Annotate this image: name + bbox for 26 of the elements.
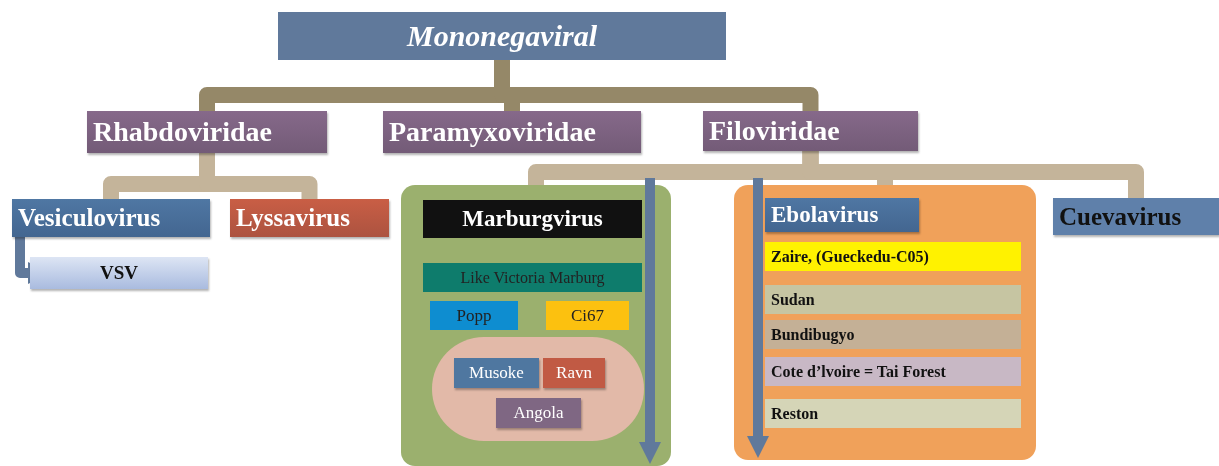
genus-label: Cuevavirus [1053, 198, 1219, 235]
strain-label: Angola [496, 398, 581, 428]
genus-panel [734, 185, 1036, 460]
arrow [747, 178, 769, 458]
genus-label: Ebolavirus [765, 198, 919, 232]
species-label: Bundibugyo [765, 320, 1021, 349]
strain-label: Like Victoria Marburg [423, 263, 642, 292]
arrow [639, 178, 661, 464]
strain-label: Ravn [543, 358, 605, 388]
genus-panel [401, 185, 671, 466]
title-banner: Mononegaviral [278, 12, 726, 60]
species-label: VSV [30, 257, 208, 289]
family-label: Rhabdoviridae [87, 111, 327, 153]
species-label: Reston [765, 399, 1021, 428]
family-label: Filoviridae [703, 111, 918, 151]
genus-label: Marburgvirus [423, 200, 642, 238]
species-label: Sudan [765, 285, 1021, 314]
strain-label: Musoke [454, 358, 539, 388]
strain-label: Ci67 [546, 301, 629, 330]
brace-connector [802, 151, 1144, 198]
species-label: Zaire, (Gueckedu-C05) [765, 242, 1021, 271]
genus-label: Vesiculovirus [12, 199, 210, 237]
species-label: Cote d’lvoire = Tai Forest [765, 357, 1021, 386]
strain-label: Popp [430, 301, 518, 330]
genus-label: Lyssavirus [230, 199, 389, 237]
family-label: Paramyxoviridae [383, 111, 641, 153]
